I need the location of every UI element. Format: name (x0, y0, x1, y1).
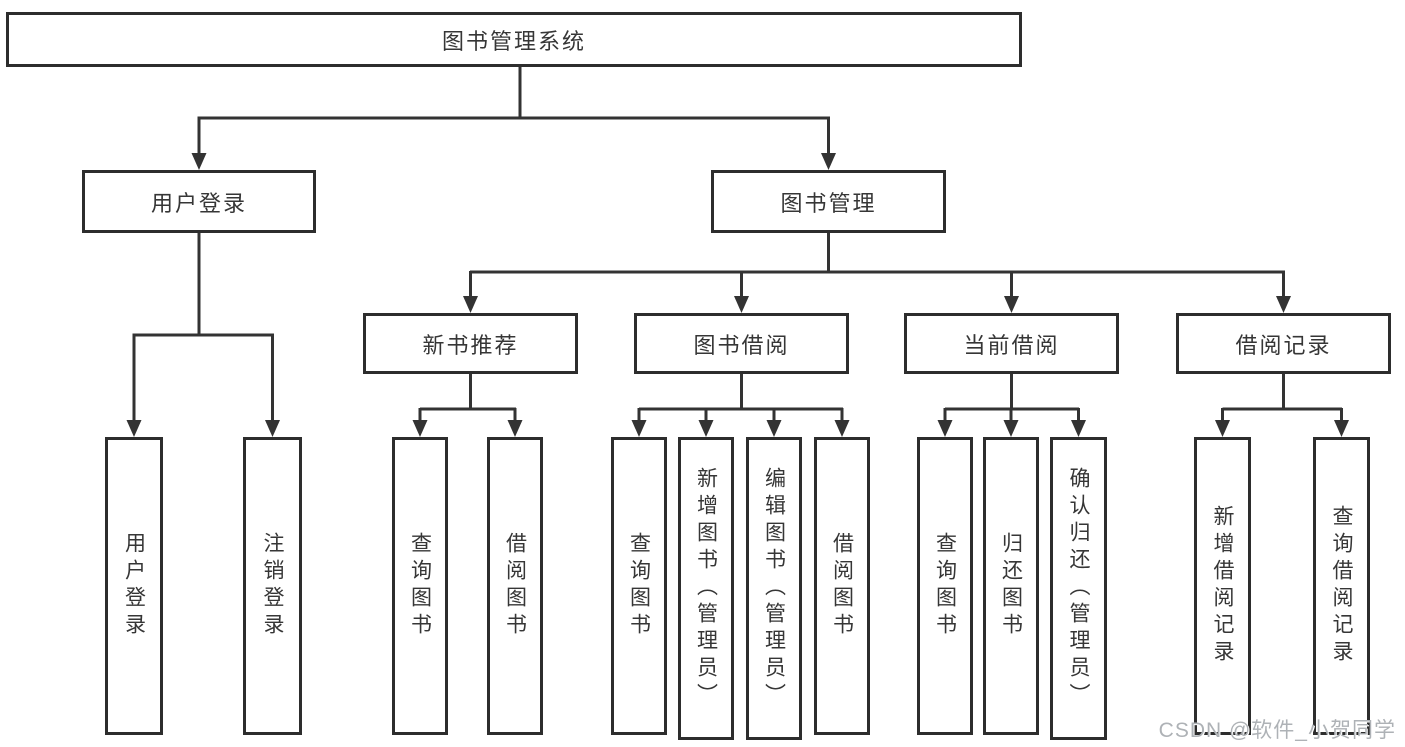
leaf-borrow-books-recommend: 借阅图书 (487, 437, 543, 735)
node-label: 新增图书（管理员） (694, 467, 718, 710)
node-label: 查询图书 (627, 532, 651, 640)
node-label: 图书借阅 (693, 332, 790, 358)
node-label: 注销登录 (261, 532, 284, 640)
leaf-add-borrow-record: 新增借阅记录 (1194, 437, 1251, 735)
node-user-login: 用户登录 (82, 170, 316, 233)
leaf-query-books-recommend: 查询图书 (392, 437, 448, 735)
node-label: 查询借阅记录 (1330, 505, 1353, 667)
leaf-confirm-return-admin: 确认归还（管理员） (1050, 437, 1107, 740)
node-label: 用户登录 (150, 190, 247, 216)
node-label: 查询图书 (408, 532, 432, 640)
node-current-borrowing: 当前借阅 (904, 313, 1119, 374)
node-label: 归还图书 (999, 532, 1023, 640)
leaf-query-books-current: 查询图书 (917, 437, 973, 735)
leaf-query-borrow-record: 查询借阅记录 (1313, 437, 1370, 735)
node-label: 当前借阅 (963, 332, 1060, 358)
node-label: 图书管理 (780, 190, 877, 216)
csdn-watermark: CSDN @软件_小贺同学 (1158, 719, 1396, 742)
node-label: 查询图书 (933, 532, 957, 640)
leaf-add-book-admin: 新增图书（管理员） (678, 437, 734, 740)
leaf-borrow-books: 借阅图书 (814, 437, 870, 735)
node-label: 新增借阅记录 (1211, 505, 1234, 667)
node-book-management: 图书管理 (711, 170, 946, 233)
leaf-logout: 注销登录 (243, 437, 302, 735)
node-borrowing-records: 借阅记录 (1176, 313, 1391, 374)
node-new-book-recommendation: 新书推荐 (363, 313, 578, 374)
node-book-borrowing: 图书借阅 (634, 313, 849, 374)
node-label: 新书推荐 (422, 332, 519, 358)
node-label: 借阅记录 (1235, 332, 1332, 358)
leaf-edit-book-admin: 编辑图书（管理员） (746, 437, 802, 740)
leaf-return-books: 归还图书 (983, 437, 1039, 735)
node-label: 借阅图书 (503, 532, 527, 640)
leaf-user-login: 用户登录 (105, 437, 163, 735)
node-label: 用户登录 (122, 532, 146, 640)
node-label: 借阅图书 (830, 532, 854, 640)
node-label: 确认归还（管理员） (1067, 467, 1090, 710)
node-label: 图书管理系统 (441, 28, 586, 54)
leaf-query-books-borrow: 查询图书 (611, 437, 667, 735)
node-label: 编辑图书（管理员） (762, 467, 786, 710)
node-library-management-system: 图书管理系统 (6, 12, 1022, 67)
